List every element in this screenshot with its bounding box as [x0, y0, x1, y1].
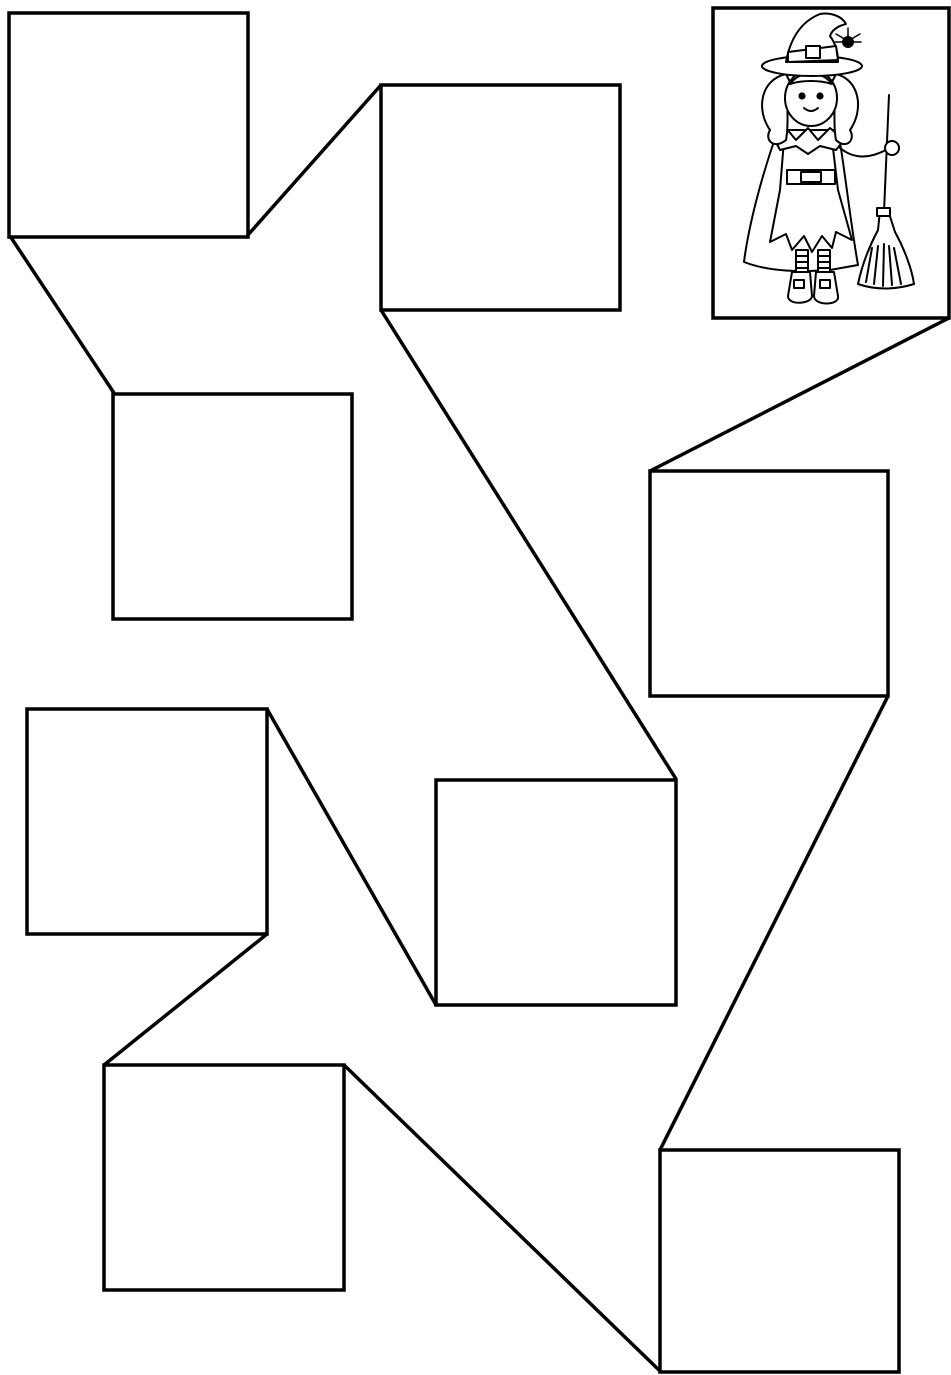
- connector-line: [381, 310, 676, 779]
- connector-line: [660, 696, 888, 1150]
- empty-box[interactable]: [27, 709, 267, 934]
- empty-box[interactable]: [104, 1065, 344, 1290]
- empty-box[interactable]: [650, 471, 888, 696]
- empty-box[interactable]: [381, 85, 620, 310]
- connector-line: [344, 1065, 660, 1371]
- empty-box[interactable]: [113, 394, 352, 619]
- connector-line: [104, 934, 267, 1065]
- empty-box[interactable]: [9, 13, 248, 237]
- connector-line: [247, 85, 381, 236]
- empty-box[interactable]: [660, 1150, 899, 1372]
- empty-box[interactable]: [436, 780, 676, 1005]
- witch-with-broom-icon: [744, 13, 914, 303]
- connector-line: [267, 709, 436, 1005]
- connector-line: [10, 236, 114, 393]
- connector-line: [650, 318, 949, 471]
